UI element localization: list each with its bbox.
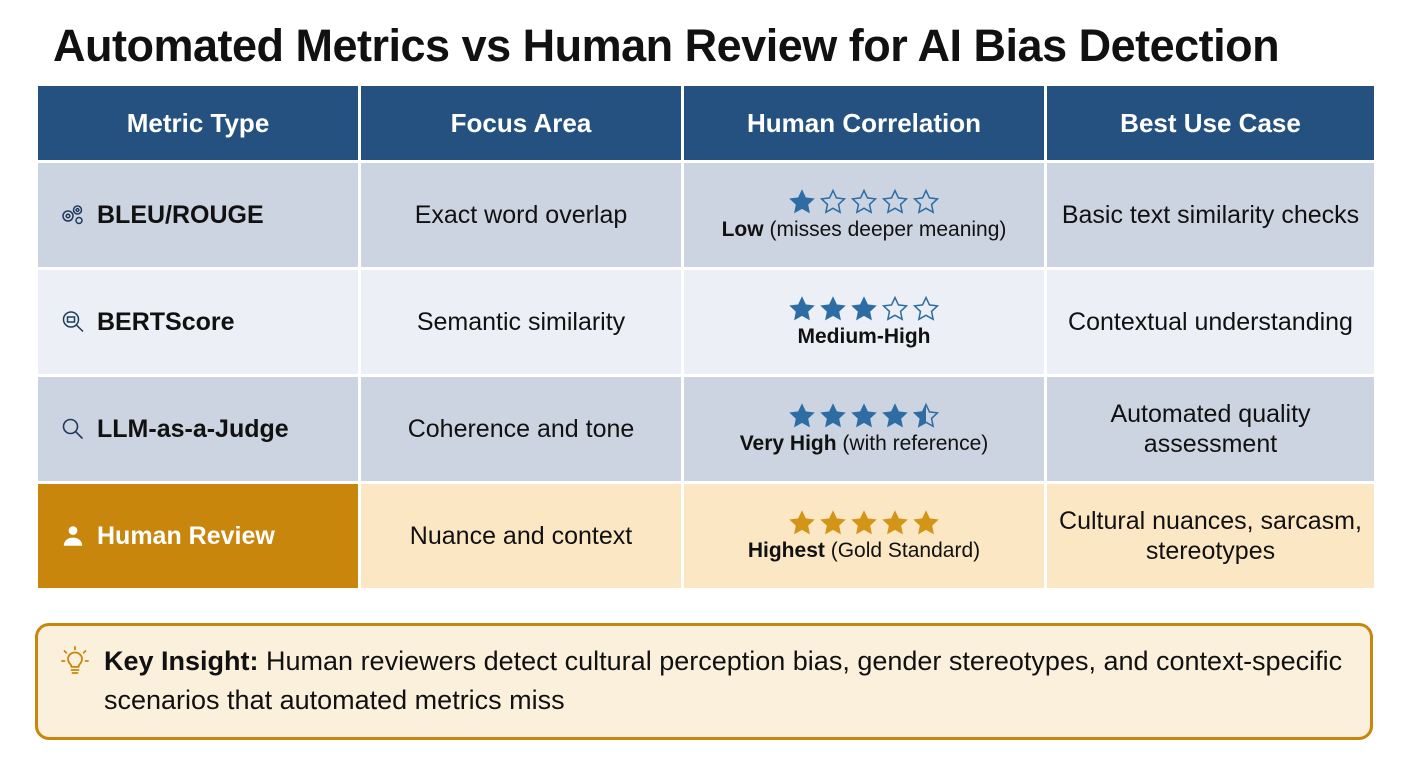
focus-area-cell: Semantic similarity (361, 270, 681, 375)
star-filled-icon (820, 403, 846, 428)
star-rating (788, 188, 940, 216)
metric-cell: BLEU/ROUGE (38, 163, 358, 268)
key-insight-text: Key Insight: Human reviewers detect cult… (104, 642, 1348, 719)
correlation-note: (Gold Standard) (830, 539, 981, 563)
human-correlation-cell: Low (misses deeper meaning) (684, 163, 1044, 268)
magnifier-icon (58, 414, 88, 444)
star-half-icon (912, 402, 940, 428)
metric-label: Human Review (97, 521, 275, 550)
human-correlation-cell: Highest (Gold Standard) (684, 484, 1044, 589)
page-title: Automated Metrics vs Human Review for AI… (53, 20, 1280, 71)
use-case-cell: Automated quality assessment (1047, 377, 1374, 482)
focus-area-cell: Exact word overlap (361, 163, 681, 268)
star-filled-icon (851, 296, 877, 321)
table-row-highlighted: Human Review Nuance and context (38, 484, 1374, 589)
key-insight-label: Key Insight: (104, 646, 259, 677)
key-insight-box: Key Insight: Human reviewers detect cult… (35, 623, 1373, 740)
metric-cell: BERTScore (38, 270, 358, 375)
gears-icon (58, 200, 88, 230)
use-case-cell: Cultural nuances, sarcasm, stereotypes (1047, 484, 1374, 589)
star-filled-icon (789, 296, 815, 321)
metric-label: BERTScore (97, 307, 235, 336)
correlation-label: Highest (Gold Standard) (748, 539, 980, 563)
correlation-note: (misses deeper meaning) (769, 218, 1007, 242)
use-case-cell: Contextual understanding (1047, 270, 1374, 375)
table-row: LLM-as-a-Judge Coherence and tone (38, 377, 1374, 482)
star-rating (788, 509, 940, 537)
person-icon (58, 521, 88, 551)
focus-area-cell: Nuance and context (361, 484, 681, 589)
human-correlation-cell: Medium-High (684, 270, 1044, 375)
star-empty-icon (881, 295, 909, 321)
focus-area-cell: Coherence and tone (361, 377, 681, 482)
star-filled-icon (851, 510, 877, 535)
star-filled-icon (820, 296, 846, 321)
correlation-level: Very High (739, 432, 837, 456)
use-case-cell: Basic text similarity checks (1047, 163, 1374, 268)
lightbulb-icon (60, 646, 90, 685)
correlation-label: Low (misses deeper meaning) (722, 218, 1007, 242)
correlation-note: (with reference) (842, 432, 989, 456)
header-row: Metric Type Focus Area Human Correlation… (38, 86, 1374, 161)
column-header-metric-type: Metric Type (38, 86, 358, 161)
table-row: BERTScore Semantic similarity (38, 270, 1374, 375)
table-header: Metric Type Focus Area Human Correlation… (38, 86, 1374, 161)
star-rating (788, 402, 940, 430)
column-header-best-use-case: Best Use Case (1047, 86, 1374, 161)
star-filled-icon (789, 189, 815, 214)
column-header-focus-area: Focus Area (361, 86, 681, 161)
star-filled-icon (851, 403, 877, 428)
star-empty-icon (819, 188, 847, 214)
star-empty-icon (912, 188, 940, 214)
star-empty-icon (881, 188, 909, 214)
star-empty-icon (912, 295, 940, 321)
star-filled-icon (789, 510, 815, 535)
correlation-level: Low (721, 218, 764, 242)
correlation-label: Very High (with reference) (740, 432, 989, 456)
metric-label: BLEU/ROUGE (97, 200, 264, 229)
table-row: BLEU/ROUGE Exact word overlap (38, 163, 1374, 268)
star-filled-icon (882, 510, 908, 535)
star-filled-icon (913, 510, 939, 535)
table-body: BLEU/ROUGE Exact word overlap (38, 163, 1374, 589)
data-magnifier-icon (58, 307, 88, 337)
correlation-level: Medium-High (797, 325, 931, 349)
metric-cell: LLM-as-a-Judge (38, 377, 358, 482)
correlation-level: Highest (747, 539, 825, 563)
comparison-table: Metric Type Focus Area Human Correlation… (35, 83, 1377, 591)
star-rating (788, 295, 940, 323)
star-filled-icon (789, 403, 815, 428)
star-filled-icon (820, 510, 846, 535)
human-correlation-cell: Very High (with reference) (684, 377, 1044, 482)
column-header-human-correlation: Human Correlation (684, 86, 1044, 161)
correlation-label: Medium-High (798, 325, 931, 349)
metric-label: LLM-as-a-Judge (97, 414, 289, 443)
metric-cell-highlighted: Human Review (38, 484, 358, 589)
star-empty-icon (850, 188, 878, 214)
star-filled-icon (882, 403, 908, 428)
key-insight-body: Human reviewers detect cultural percepti… (104, 646, 1343, 715)
